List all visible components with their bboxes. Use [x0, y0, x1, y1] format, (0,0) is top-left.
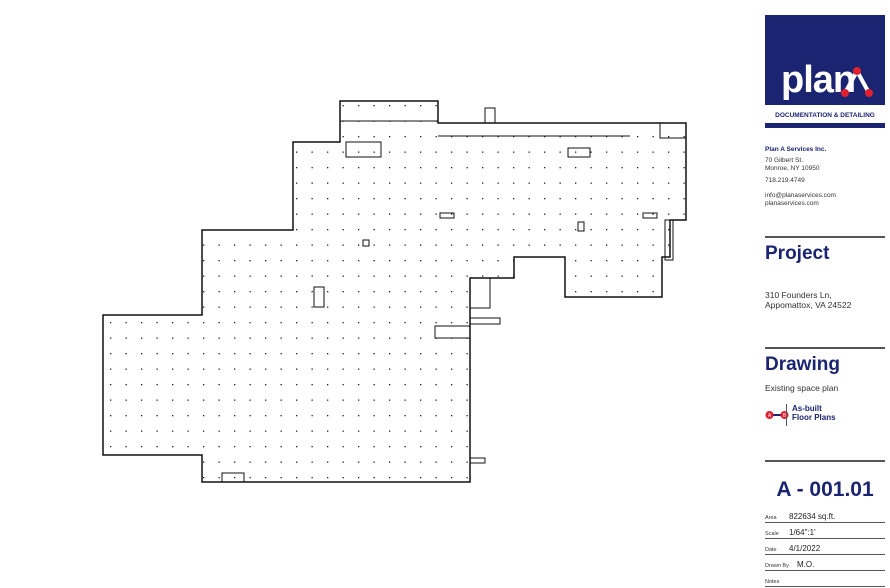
logo-underline-bar — [765, 123, 885, 128]
field-label: Notes — [765, 579, 780, 585]
divider — [765, 460, 885, 462]
divider — [765, 347, 885, 349]
company-address-line2: Monroe, NY 10950 — [765, 165, 820, 172]
field-scale: Scale 1/64":1' — [765, 524, 885, 539]
project-heading: Project — [765, 243, 830, 264]
interior-walls — [221, 107, 687, 483]
company-website: planaservices.com — [765, 200, 819, 207]
badge-a: A — [768, 413, 772, 419]
field-label: Date — [765, 547, 777, 553]
plan-a-logo: plan — [765, 15, 885, 105]
drawing-type-line2: Floor Plans — [792, 413, 836, 422]
drawing-type-line1: As-built — [792, 404, 822, 413]
project-address-line2: Appomattox, VA 24522 — [765, 300, 852, 310]
field-drawn-by: Drawn By M.O. — [765, 556, 885, 571]
company-address-line1: 70 Gilbert St. — [765, 157, 803, 164]
field-value: M.O. — [797, 560, 815, 569]
project-address-line1: 310 Founders Ln, — [765, 290, 832, 300]
field-label: Drawn By — [765, 563, 789, 569]
field-value: 1/64":1' — [789, 528, 816, 537]
drawing-description: Existing space plan — [765, 383, 839, 393]
floor-plan-drawing — [102, 100, 687, 483]
company-phone: 718.219.4749 — [765, 177, 805, 184]
field-value: 4/1/2022 — [789, 544, 821, 553]
divider — [765, 236, 885, 238]
field-label: Scale — [765, 531, 779, 537]
field-notes: Notes — [765, 572, 885, 587]
building-outline — [102, 100, 687, 483]
drawing-type-badge: A B As-built Floor Plans — [765, 404, 885, 426]
drawing-heading: Drawing — [765, 354, 840, 375]
field-date: Date 4/1/2022 — [765, 540, 885, 555]
badge-b: B — [783, 413, 787, 419]
plan-a-logo-mark-icon — [841, 66, 873, 97]
company-name: Plan A Services Inc. — [765, 146, 827, 153]
tagline: DOCUMENTATION & DETAILING — [775, 112, 875, 119]
sheet-number: A - 001.01 — [776, 478, 874, 501]
field-area: Area 822634 sq.ft. — [765, 508, 885, 523]
field-label: Area — [765, 515, 777, 521]
title-block: plan DOCUMENTATION & DETAILING Plan A Se… — [755, 0, 890, 588]
divider — [786, 404, 787, 426]
field-value: 822634 sq.ft. — [789, 512, 836, 521]
company-email: info@planaservices.com — [765, 192, 836, 199]
